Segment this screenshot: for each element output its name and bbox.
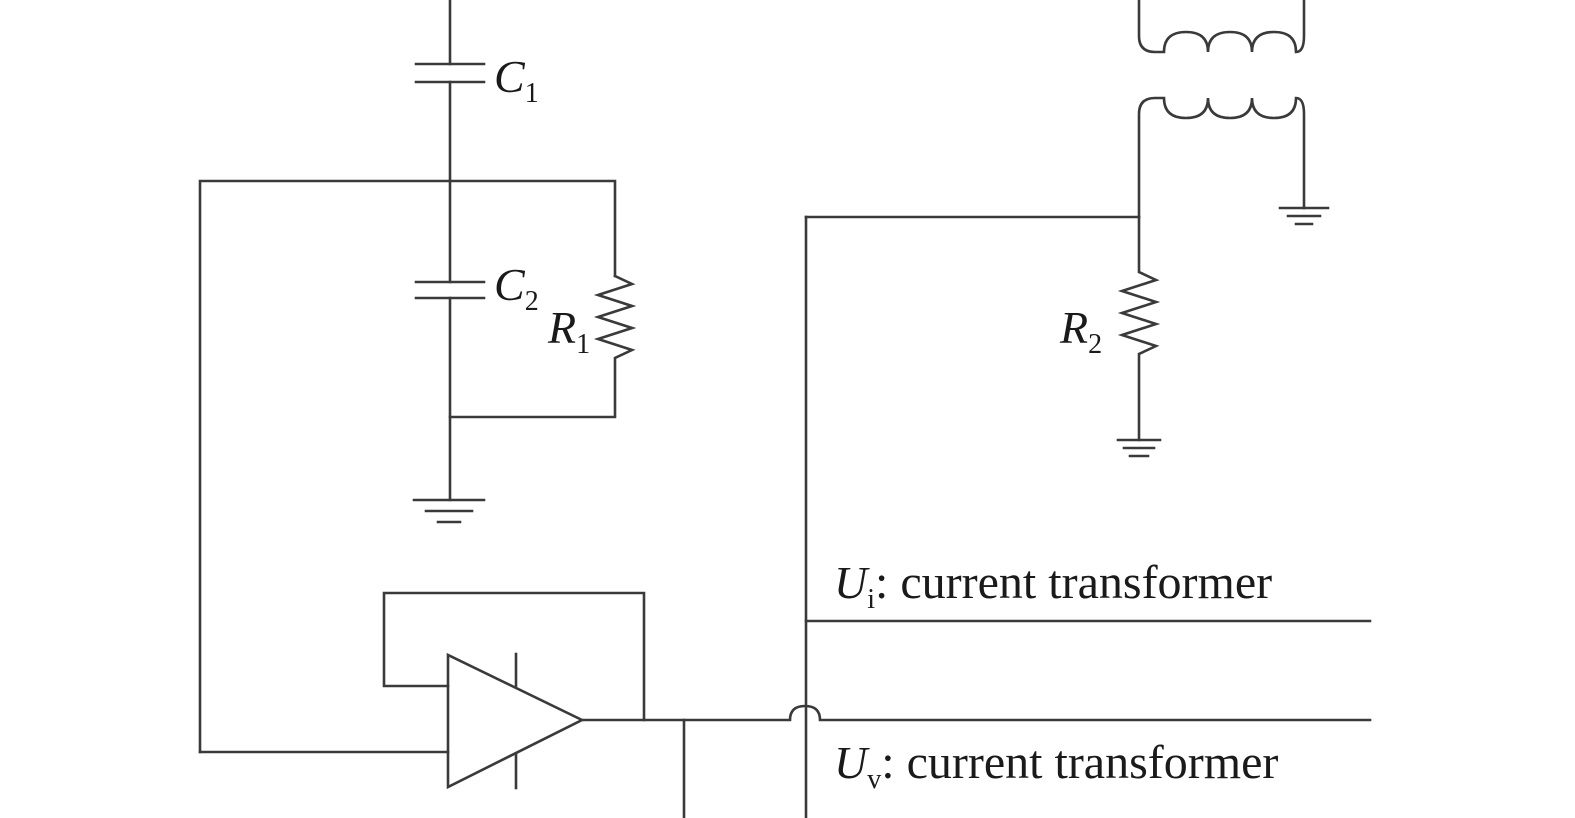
label-r2: R2 (1059, 302, 1102, 360)
label-uv-main: U (834, 737, 870, 788)
label-r1-sub: 1 (576, 329, 590, 360)
op-amp (446, 652, 585, 790)
label-c1-main: C (494, 51, 526, 102)
label-c1: C1 (494, 51, 539, 109)
transformer-primary-winding (1137, 0, 1306, 54)
capacitor-c1 (414, 0, 486, 183)
label-r2-sub: 2 (1088, 329, 1102, 360)
label-c2: C2 (494, 259, 539, 317)
ground-symbol-transformer (1278, 206, 1330, 226)
label-c1-sub: 1 (525, 78, 539, 109)
wire-feedback-top (198, 179, 617, 754)
label-uv: Uv: current transformer (834, 736, 1278, 795)
label-r1: R1 (547, 302, 590, 360)
capacitor-c2 (414, 179, 486, 502)
label-ui-sub: i (867, 584, 875, 615)
label-c2-sub: 2 (525, 286, 539, 317)
label-uv-sub: v (867, 764, 881, 795)
label-uv-desc: : current transformer (881, 736, 1278, 789)
resistor-r1 (448, 274, 637, 419)
label-r1-main: R (547, 302, 576, 353)
ground-symbol-left (412, 498, 486, 524)
label-ui: Ui: current transformer (834, 556, 1272, 615)
transformer-secondary-winding (1137, 96, 1306, 219)
resistor-r2 (1117, 215, 1161, 442)
label-ui-main: U (834, 557, 870, 608)
ground-symbol-r2 (1116, 438, 1162, 458)
wire-uv-output (580, 704, 1372, 722)
label-r2-main: R (1059, 302, 1088, 353)
label-c2-main: C (494, 259, 526, 310)
label-ui-desc: : current transformer (875, 556, 1272, 609)
wire-opamp-feedback-loop (382, 591, 646, 722)
